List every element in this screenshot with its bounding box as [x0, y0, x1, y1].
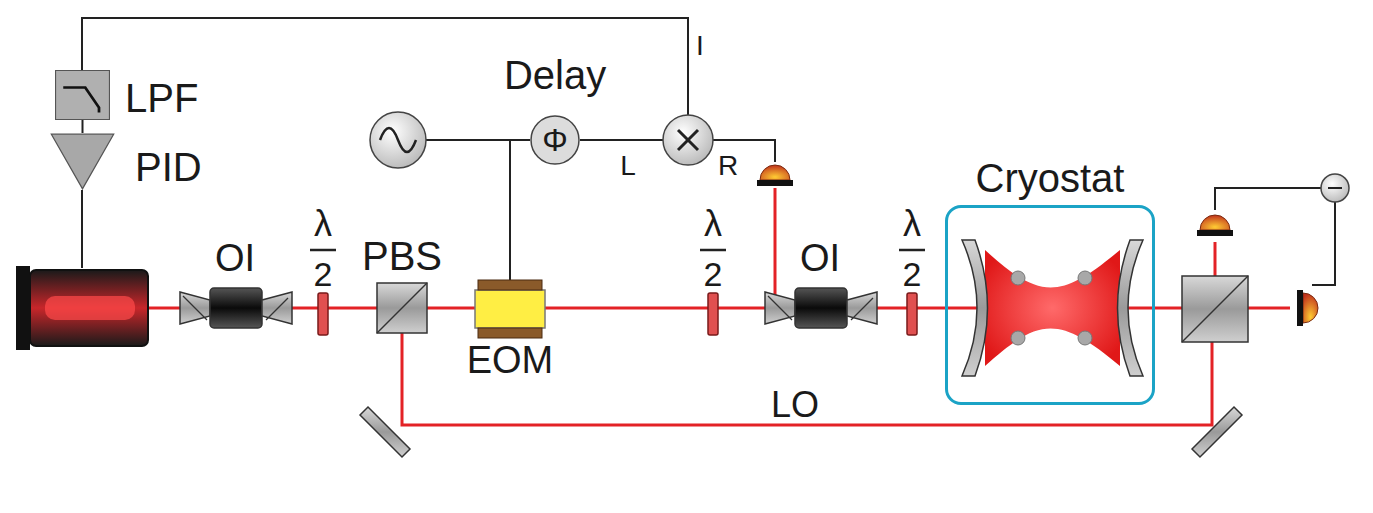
beam-label: LO: [771, 387, 819, 423]
waveplate-label: λ: [704, 206, 722, 242]
port-label: L: [620, 152, 636, 180]
port-label: R: [718, 152, 738, 180]
node-shape: [55, 70, 110, 120]
component-label: EOM: [467, 341, 554, 379]
cryostat-box: Cryostat: [945, 205, 1155, 405]
isolator-label: OI: [800, 239, 840, 277]
node-shape: [50, 133, 115, 190]
port-label: I: [696, 32, 704, 60]
node-text: Φ: [542, 124, 568, 156]
component-label: PBS: [362, 236, 442, 276]
node-text: LPF: [125, 78, 198, 118]
waveplate-label: 2: [704, 257, 723, 291]
waveplate-label: 2: [314, 257, 333, 291]
signal-wire: [82, 120, 83, 133]
isolator-label: OI: [215, 239, 255, 277]
node-text: Cryostat: [976, 158, 1125, 198]
waveplate-label: λ: [903, 206, 921, 242]
controller-triangle: PID: [50, 133, 115, 190]
waveplate-label: 2: [903, 257, 922, 291]
node-text: Delay: [504, 55, 606, 95]
delay-circle: DelayΦ: [530, 115, 580, 165]
node-text: PID: [135, 147, 202, 187]
waveplate-label: λ: [314, 206, 332, 242]
filter-box: LPF: [55, 70, 110, 120]
